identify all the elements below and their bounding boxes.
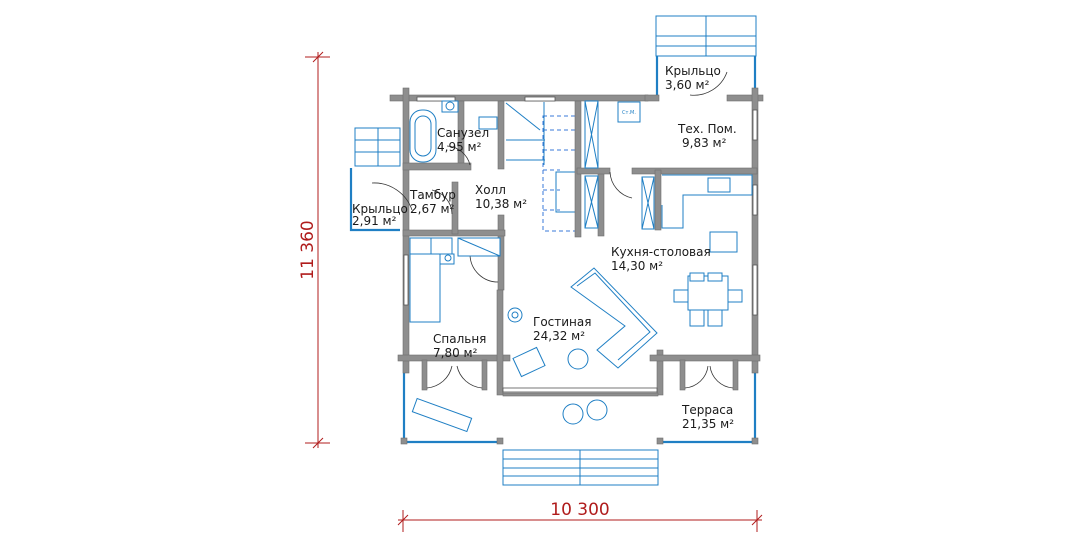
- room-area: 2,91 м²: [352, 214, 397, 228]
- room-area: 24,32 м²: [533, 329, 585, 343]
- room-name: Холл: [475, 183, 506, 197]
- room-area: 7,80 м²: [433, 346, 478, 360]
- porch-left-steps: [349, 127, 401, 232]
- room-label-bathroom: Санузел 4,95 м²: [437, 126, 489, 154]
- room-name: Крыльцо: [665, 64, 721, 78]
- room-area: 21,35 м²: [682, 417, 734, 431]
- room-label-bedroom: Спальня 7,80 м²: [433, 332, 486, 360]
- room-label-vestibule: Тамбур 2,67 м²: [409, 188, 456, 216]
- dimension-width: 10 300: [397, 500, 763, 532]
- walls: [389, 87, 764, 397]
- furniture: Ст.М.: [409, 100, 753, 433]
- room-labels: Крыльцо 3,60 м² Санузел 4,95 м² Тех. Пом…: [352, 64, 737, 431]
- dimension-width-label: 10 300: [550, 500, 609, 520]
- boiler-label: Ст.М.: [622, 110, 636, 116]
- room-label-hall: Холл 10,38 м²: [475, 183, 527, 211]
- room-label-kitchen-dining: Кухня-столовая 14,30 м²: [611, 245, 711, 273]
- doors: [371, 71, 734, 389]
- room-name: Санузел: [437, 126, 489, 140]
- dimension-height: 11 360: [298, 51, 330, 449]
- room-name: Тамбур: [409, 188, 456, 202]
- room-name: Кухня-столовая: [611, 245, 711, 259]
- terrace-railing: [400, 362, 759, 445]
- dimension-height-label: 11 360: [298, 220, 318, 279]
- room-area: 14,30 м²: [611, 259, 663, 273]
- staircase: [505, 102, 577, 232]
- room-area: 10,38 м²: [475, 197, 527, 211]
- room-label-living: Гостиная 24,32 м²: [533, 315, 591, 343]
- room-name: Тех. Пом.: [677, 122, 737, 136]
- room-name: Гостиная: [533, 315, 591, 329]
- room-label-terrace: Терраса 21,35 м²: [681, 403, 734, 431]
- room-label-porch-left: Крыльцо 2,91 м²: [352, 202, 408, 228]
- room-name: Крыльцо: [352, 202, 408, 216]
- room-area: 4,95 м²: [437, 140, 482, 154]
- room-area: 2,67 м²: [410, 202, 455, 216]
- room-label-utility: Тех. Пом. 9,83 м²: [677, 122, 737, 150]
- terrace-steps: [502, 449, 659, 486]
- room-area: 9,83 м²: [682, 136, 727, 150]
- room-label-porch-top: Крыльцо 3,60 м²: [665, 64, 721, 92]
- room-name: Терраса: [681, 403, 733, 417]
- room-area: 3,60 м²: [665, 78, 710, 92]
- room-name: Спальня: [433, 332, 486, 346]
